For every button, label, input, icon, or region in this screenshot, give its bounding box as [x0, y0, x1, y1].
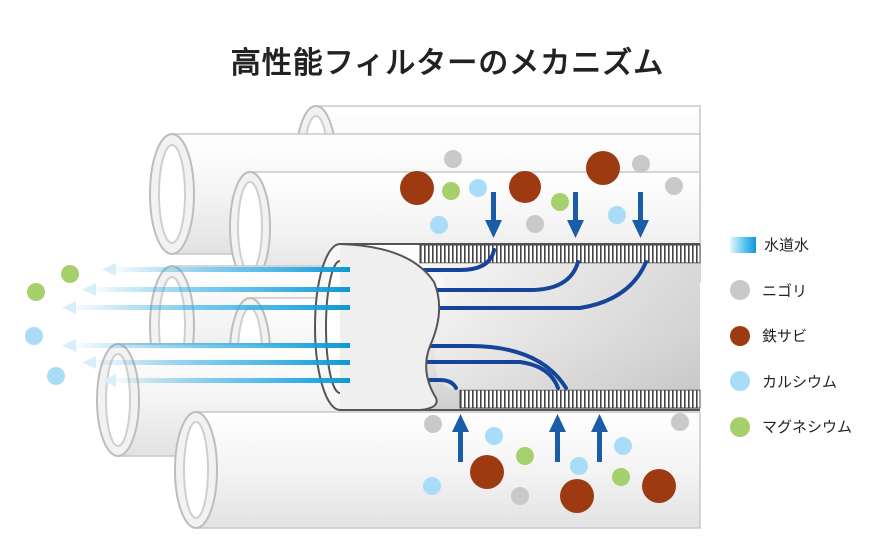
up-arrow-icon [549, 414, 566, 462]
magnesium-particle [442, 182, 460, 200]
turbidity-particle [444, 150, 462, 168]
water-stream-5 [82, 356, 350, 369]
turbidity-particle [424, 415, 442, 433]
calcium-particle [469, 179, 487, 197]
water-stream-3 [62, 301, 350, 314]
magnesium-particle [27, 283, 45, 301]
legend-label: 水道水 [764, 236, 810, 255]
water-stream-2 [82, 283, 350, 296]
calcium-particle [47, 367, 65, 385]
impurities-top [400, 150, 683, 234]
down-arrow-icon [567, 192, 584, 238]
rust-particle [560, 479, 594, 513]
calcium-particle [608, 206, 626, 224]
turbidity-particle [511, 487, 529, 505]
turbidity-circle-swatch [730, 280, 750, 301]
upper-filter-membrane [419, 244, 701, 264]
rust-particle [509, 171, 541, 203]
calcium-particle [25, 327, 43, 345]
rust-particle [642, 469, 676, 503]
up-arrow-icon [591, 414, 608, 462]
rust-circle-swatch [730, 325, 750, 346]
water-stream-4 [62, 339, 350, 352]
legend-label: カルシウム [762, 372, 838, 391]
legend-item-magnesium: マグネシウム [730, 404, 890, 450]
water-stream-1 [102, 263, 350, 276]
calcium-circle-swatch [730, 371, 750, 392]
water-gradient-swatch [730, 236, 756, 253]
legend-label: マグネシウム [762, 418, 853, 437]
calcium-particle [614, 437, 632, 455]
passed-minerals [25, 265, 79, 385]
lower-filter-membrane [459, 389, 701, 409]
legend-item-turbidity: ニゴリ [730, 268, 890, 314]
magnesium-particle [551, 193, 569, 211]
turbidity-particle [526, 215, 544, 233]
rust-particle [400, 171, 434, 205]
legend-item-rust: 鉄サビ [730, 313, 890, 359]
calcium-particle [570, 457, 588, 475]
turbidity-particle [671, 413, 689, 431]
clean-water-flow [62, 263, 350, 387]
down-arrow-icon [632, 192, 649, 238]
filtered-flow-lines [343, 248, 648, 390]
rust-particle [586, 151, 620, 185]
diagram-title: 高性能フィルターのメカニズム [230, 46, 665, 81]
calcium-particle [485, 427, 503, 445]
water-stream-6 [102, 374, 350, 387]
up-arrow-icon [452, 414, 469, 462]
magnesium-particle [612, 468, 630, 486]
calcium-particle [430, 216, 448, 234]
legend: 水道水 ニゴリ 鉄サビ カルシウム マグネシウム [730, 222, 890, 450]
impurities-bottom [423, 413, 689, 513]
inflow-arrows-top [485, 192, 649, 238]
magnesium-circle-swatch [730, 416, 750, 437]
turbidity-particle [665, 177, 683, 195]
magnesium-particle [516, 447, 534, 465]
calcium-particle [423, 477, 441, 495]
down-arrow-icon [485, 192, 502, 238]
inflow-arrows-bottom [452, 414, 608, 462]
legend-item-calcium: カルシウム [730, 359, 890, 405]
main-filter-tube [314, 243, 701, 411]
legend-label: ニゴリ [762, 281, 808, 300]
legend-item-water: 水道水 [730, 222, 890, 268]
magnesium-particle [61, 265, 79, 283]
legend-label: 鉄サビ [762, 327, 808, 346]
rust-particle [470, 455, 504, 489]
turbidity-particle [632, 155, 650, 173]
